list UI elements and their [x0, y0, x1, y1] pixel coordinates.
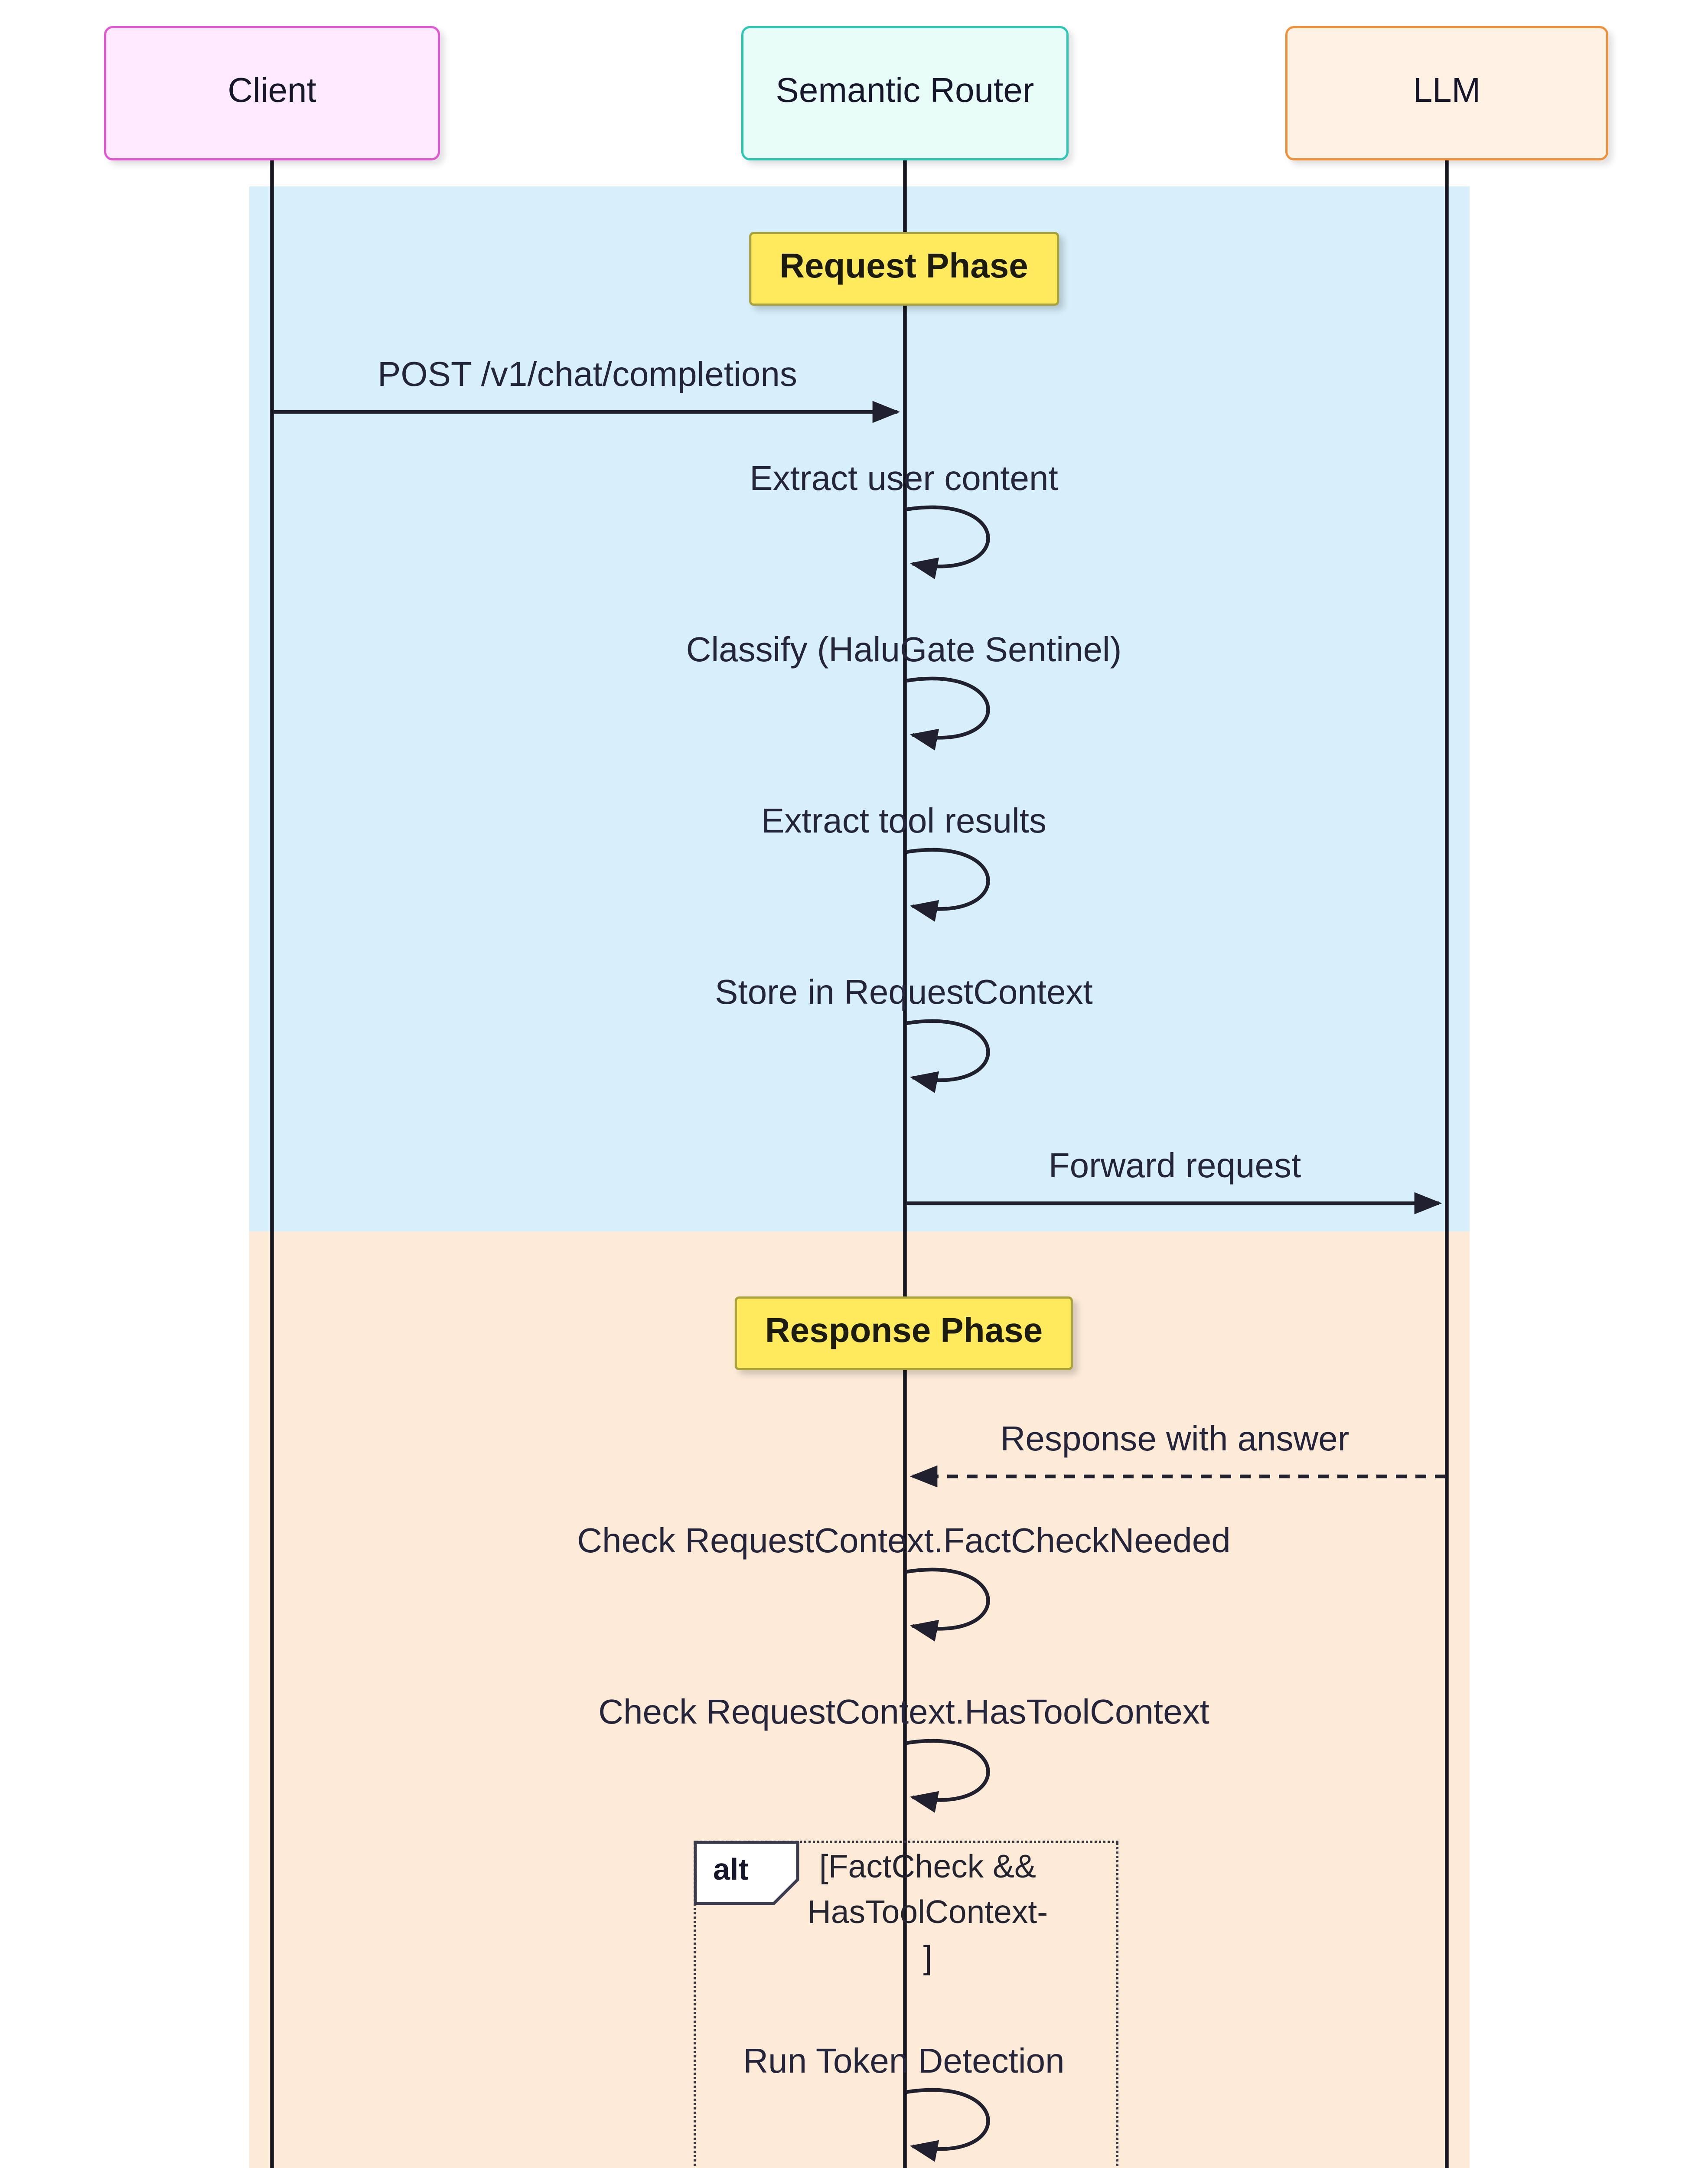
message-label-run-token: Run Token Detection — [743, 2044, 1065, 2081]
self-loop-run-token-detection — [906, 2088, 990, 2162]
message-label-extract-user: Extract user content — [750, 462, 1058, 499]
message-label-extract-tool: Extract tool results — [761, 804, 1047, 841]
message-label-check-hastool: Check RequestContext.HasToolContext — [598, 1695, 1209, 1732]
message-label-post: POST /v1/chat/completions — [378, 358, 797, 395]
alt-if-condition: [FactCheck && HasToolContext- ] — [808, 1845, 1048, 1982]
actor-semantic-router-top: Semantic Router — [741, 26, 1069, 160]
message-label-check-factcheck: Check RequestContext.FactCheckNeeded — [577, 1524, 1231, 1561]
alt-if-condition-line: [FactCheck && — [819, 1849, 1037, 1886]
message-label-classify: Classify (HaluGate Sentinel) — [686, 633, 1122, 670]
self-loop-extract-tool-results — [906, 848, 990, 922]
response-phase-band — [249, 1231, 1470, 2168]
self-loop-check-hastoolcontext — [906, 1739, 990, 1813]
self-loop-classify — [906, 676, 990, 751]
actor-client-label: Client — [228, 74, 316, 111]
self-loop-check-factcheckneeded — [906, 1567, 990, 1642]
self-loop-store-requestcontext — [906, 1019, 990, 1093]
actor-client-top: Client — [104, 26, 440, 160]
actor-llm-top: LLM — [1285, 26, 1608, 160]
message-label-response-answer: Response with answer — [1000, 1422, 1349, 1459]
message-label-store-context: Store in RequestContext — [715, 976, 1093, 1012]
alt-if-condition-line: HasToolContext- — [807, 1895, 1048, 1932]
alt-if-condition-line: ] — [923, 1940, 932, 1977]
request-phase-note: Request Phase — [749, 232, 1059, 306]
response-phase-note: Response Phase — [734, 1296, 1073, 1370]
alt-label: alt — [713, 1851, 749, 1886]
actor-llm-label: LLM — [1413, 74, 1481, 111]
self-loop-extract-user-content — [906, 505, 990, 579]
actor-semantic-router-label: Semantic Router — [776, 74, 1034, 111]
message-label-forward: Forward request — [1048, 1149, 1301, 1186]
request-phase-band — [249, 186, 1470, 1231]
alt-frame — [694, 1841, 1118, 2168]
